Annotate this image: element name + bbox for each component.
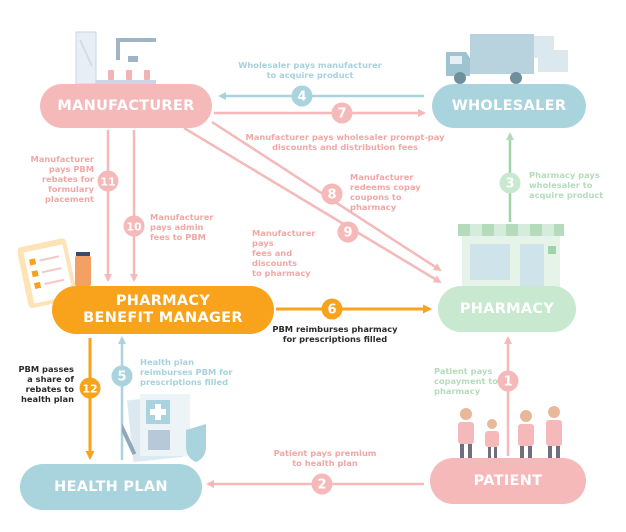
pbm-label-line1: PHARMACY [115,293,211,309]
pharmacy-label: PHARMACY [459,301,555,317]
truck-icon [446,34,568,84]
manufacturer-label: MANUFACTURER [57,98,195,114]
flow-4-number: 4 [297,90,306,105]
flow-6-badge [321,298,343,320]
flow-11-badge [97,170,119,192]
flow-3-number: 3 [505,177,514,192]
flow-7-badge [331,102,353,124]
flow-1-badge [497,370,519,392]
pbm-node: PHARMACY BENEFIT MANAGER [52,286,274,334]
patient-node: PATIENT [430,458,586,504]
flow-6-number: 6 [327,303,336,318]
flow-12-number: 12 [82,383,97,396]
manufacturer-node: MANUFACTURER [40,84,212,128]
wholesaler-label: WHOLESALER [451,98,567,114]
flow-2-number: 2 [317,478,326,493]
pbm-label-line2: BENEFIT MANAGER [83,310,243,326]
flow-9-number: 9 [343,226,352,241]
storefront-icon [458,224,564,288]
flow-8-badge [321,183,343,205]
flow-5-number: 5 [117,370,126,385]
flow-12-badge [79,377,101,399]
pharmacy-node: PHARMACY [438,286,576,332]
flow-7-number: 7 [337,107,346,122]
flow-10-number: 10 [126,221,142,234]
people-icon [458,406,562,464]
health-plan-node: HEALTH PLAN [20,464,202,510]
flow-4-badge [291,85,313,107]
flow-2-badge [311,473,333,495]
insurance-documents-icon [122,394,206,463]
flow-9-badge [337,221,359,243]
flow-8-number: 8 [327,188,336,203]
health-plan-label: HEALTH PLAN [54,479,168,495]
flow-11-number: 11 [100,176,115,189]
wholesaler-node: WHOLESALER [432,84,586,128]
flow-1-number: 1 [503,375,512,390]
patient-label: PATIENT [473,473,543,489]
flow-3-badge [499,172,521,194]
flow-9-arrow [183,126,442,284]
flow-5-badge [111,365,133,387]
flow-10-badge [123,215,145,237]
